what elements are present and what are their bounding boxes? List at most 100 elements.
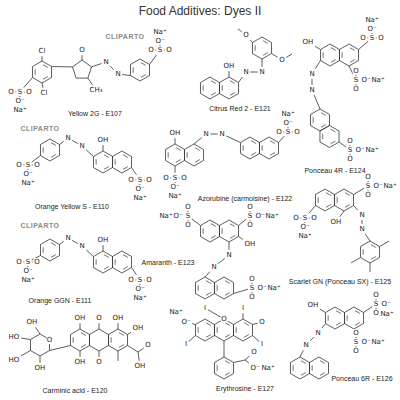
double-bond <box>206 335 211 338</box>
bond <box>42 56 43 61</box>
bond <box>339 142 346 147</box>
atom-label: S <box>353 76 358 84</box>
double-bond <box>35 69 36 75</box>
atom-label: I <box>203 304 206 312</box>
ring <box>214 277 233 299</box>
bond <box>138 348 144 352</box>
double-bond <box>322 134 323 140</box>
atom-label: O <box>146 276 153 284</box>
bond <box>80 323 81 329</box>
compound-name: Ponceau 6R - E126 <box>331 375 392 382</box>
double-bond <box>320 373 325 376</box>
bond <box>86 150 93 157</box>
atom-label: O <box>249 293 256 301</box>
double-bond <box>236 327 237 333</box>
atom-label: O⁻ <box>23 267 33 275</box>
double-bond <box>251 141 256 144</box>
double-bond <box>336 323 341 326</box>
bond <box>243 313 244 319</box>
bond <box>354 206 358 211</box>
atom-label: O <box>378 34 385 42</box>
ring <box>309 357 328 379</box>
ring <box>112 151 131 173</box>
double-bond <box>230 81 235 84</box>
bond <box>42 83 44 88</box>
atom-label: S <box>157 46 162 54</box>
atom-label: O⁻ <box>135 185 145 193</box>
atom-label: O⁻ <box>381 300 391 308</box>
bond <box>239 237 243 240</box>
atom-label: Na⁺ <box>380 310 394 318</box>
atom-label: O⁻ <box>15 97 25 105</box>
ring <box>219 220 238 242</box>
bond <box>234 289 248 293</box>
atom-label: OH <box>223 62 235 70</box>
bond <box>309 206 316 214</box>
double-bond <box>313 117 314 123</box>
atom-label: Na⁺ <box>281 110 295 118</box>
compound-name: Orange GGN - E111 <box>29 297 92 304</box>
double-bond <box>262 145 263 151</box>
double-bond <box>345 205 350 208</box>
bond <box>234 360 245 363</box>
atom-label: O⁻ <box>283 119 293 127</box>
atom-label: O <box>365 191 372 199</box>
double-bond <box>96 259 97 265</box>
double-bond <box>115 159 116 165</box>
double-bond <box>225 335 230 338</box>
atom-label: O <box>185 221 192 229</box>
atom-label: O <box>279 56 286 64</box>
bond <box>359 41 369 49</box>
atom-label: Cl <box>38 47 46 55</box>
bond <box>320 309 325 312</box>
atom-label: CH₃ <box>89 86 103 94</box>
atom-label: OH <box>26 318 38 326</box>
double-bond <box>320 361 325 364</box>
atom-label: O <box>259 318 266 326</box>
double-bond <box>337 197 338 203</box>
double-bond <box>176 160 181 163</box>
atom-label: OH <box>97 136 109 144</box>
atom-label: Cl <box>40 89 48 97</box>
double-bond <box>141 63 146 66</box>
compound-name: Orange Yellow S - E110 <box>35 203 109 210</box>
bond <box>253 336 260 342</box>
atom-label: O <box>373 291 380 299</box>
double-bond <box>355 311 360 314</box>
atom-label: O⁻ <box>250 364 260 372</box>
atom-label: O⁻ <box>255 212 265 220</box>
bond <box>205 272 210 277</box>
double-bond <box>123 255 128 258</box>
atom-label: OH <box>134 362 146 370</box>
double-bond <box>187 152 188 158</box>
atom-label: Na⁺ <box>298 232 312 240</box>
atom-label: S <box>373 300 378 308</box>
double-bond <box>51 155 56 158</box>
bond <box>150 55 157 64</box>
double-bond <box>318 197 319 203</box>
bond <box>118 351 119 361</box>
ring <box>240 137 259 159</box>
atom-label: O <box>16 258 23 266</box>
ring <box>40 239 59 261</box>
atom-label: O <box>353 347 360 355</box>
bond <box>224 341 225 357</box>
double-bond <box>222 228 223 234</box>
double-bond <box>328 315 329 321</box>
atom-label: OH <box>132 324 144 332</box>
atom-label: O <box>311 214 318 222</box>
atom-label: O <box>360 34 367 42</box>
atom-label: N <box>243 68 249 76</box>
atom-label: O <box>16 161 23 169</box>
bond <box>310 337 314 341</box>
bond <box>194 138 202 145</box>
atom-label: Na⁺ <box>365 146 379 154</box>
ring <box>214 357 233 379</box>
atom-label: S <box>285 128 290 136</box>
double-bond <box>244 323 249 326</box>
atom-label: Na⁺ <box>365 16 379 24</box>
bond <box>92 63 102 66</box>
double-bond <box>270 153 275 156</box>
bond <box>132 168 137 175</box>
atom-label: O <box>96 314 103 322</box>
